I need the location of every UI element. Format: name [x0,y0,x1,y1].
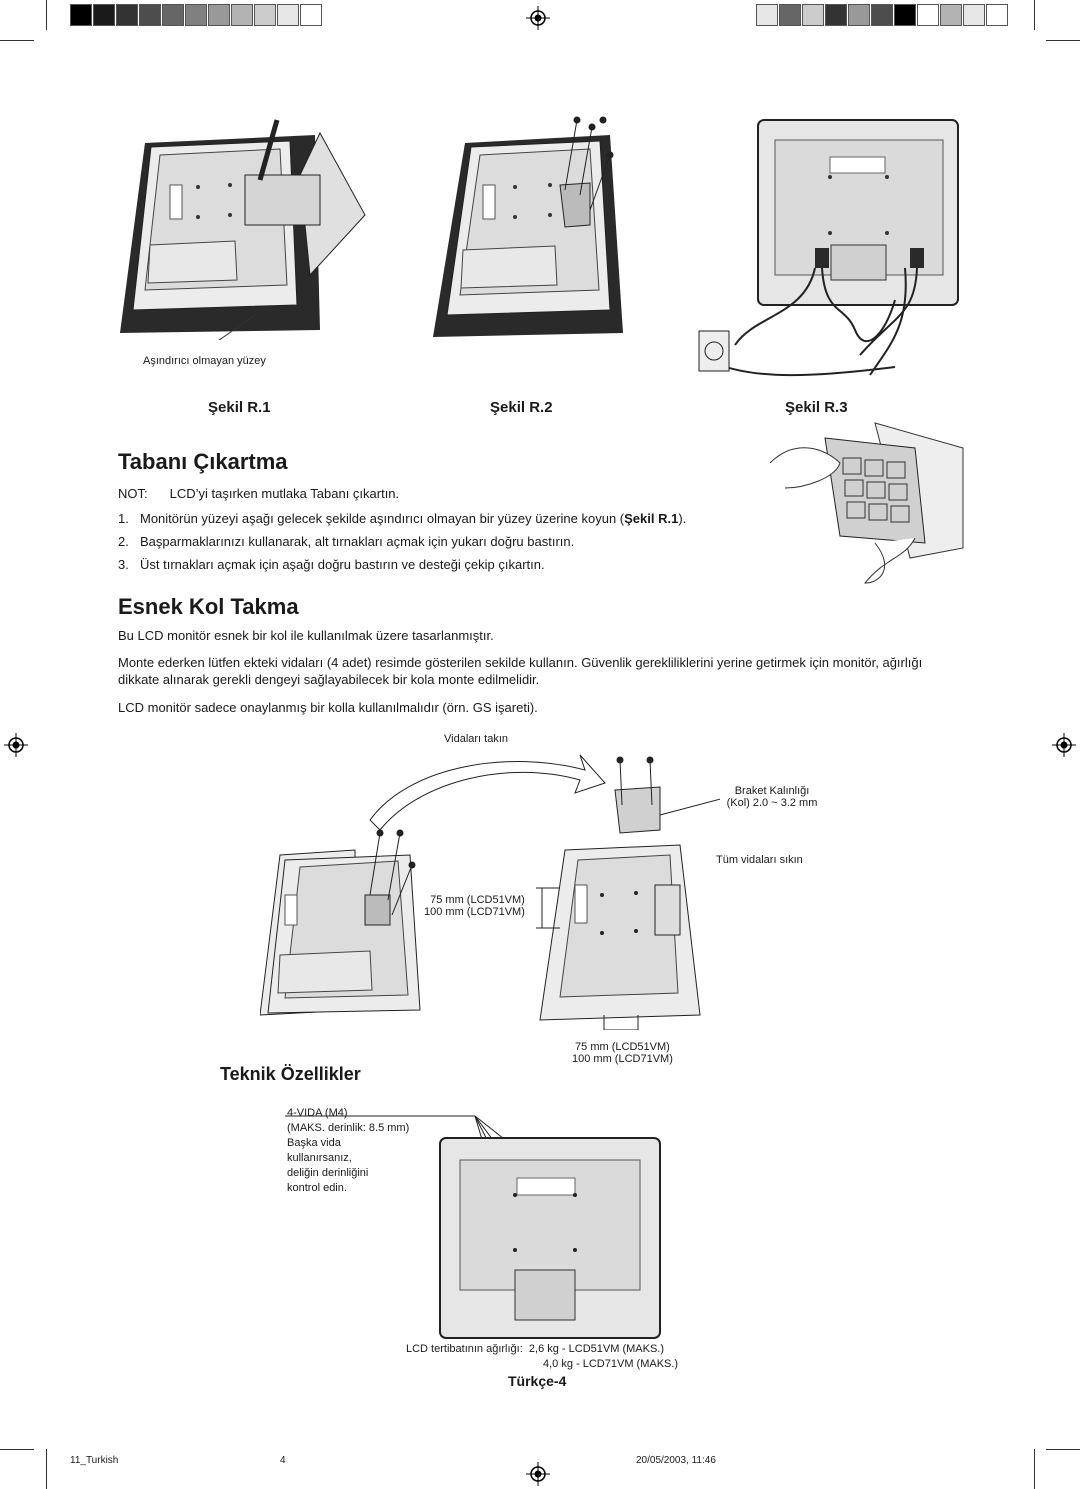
rear-monitor-illustration [285,1115,661,1339]
section-title-base-removal: Tabanı Çıkartma [118,449,288,474]
note: NOT: LCD’yi taşırken mutlaka Tabanı çıka… [118,485,399,502]
registration-mark-right [1052,733,1076,757]
screws-label: Vidaları takın [444,733,509,745]
section-title-specs: Teknik Özellikler [220,1064,361,1084]
tighten-label: Tüm vidaları sıkın [716,854,803,866]
registration-mark-top [526,6,550,30]
screw-spec: 4-VIDA (M4) (MAKS. derinlik: 8.5 mm) Baş… [287,1107,410,1194]
figure-r1-illustration [120,119,366,340]
bracket-label: Braket Kalınlığı (Kol) 2.0 ~ 3.2 mm [726,785,818,809]
paragraph: Monte ederken lütfen ekteki vidaları (4 … [118,655,923,687]
arm-mount-illustration [260,754,720,1030]
footer-left: 11_Turkish [70,1455,119,1466]
list-item: 1.Monitörün yüzeyi aşağı gelecek şekilde… [118,511,687,526]
crop-mark [1046,1449,1080,1450]
color-bar-right [756,4,1009,26]
paragraph: LCD monitör sadece onaylanmış bir kolla … [118,700,538,715]
steps-list: 1.Monitörün yüzeyi aşağı gelecek şekilde… [118,510,798,579]
list-item: 2.Başparmaklarınızı kullanarak, alt tırn… [118,534,575,549]
crop-mark [1046,40,1080,41]
base-removal-illustration [769,422,964,584]
paragraph: Bu LCD monitör esnek bir kol ile kullanı… [118,628,494,643]
registration-mark-left [4,733,28,757]
vertical-dimension-label: 75 mm (LCD51VM) 100 mm (LCD71VM) [424,894,525,918]
figure-r1-label: Şekil R.1 [208,399,271,416]
weight-spec: LCD tertibatının ağırlığı: 2,6 kg - LCD5… [406,1343,679,1370]
note-text: LCD’yi taşırken mutlaka Tabanı çıkartın. [169,486,400,501]
note-prefix: NOT: [118,486,148,501]
page-label: Türkçe-4 [508,1373,567,1389]
horizontal-dimension-label: 75 mm (LCD51VM) 100 mm (LCD71VM) [572,1041,673,1065]
crop-mark [1034,1449,1035,1489]
crop-mark [46,1449,47,1489]
figure-r2-label: Şekil R.2 [490,399,553,416]
figure-r3-label: Şekil R.3 [785,399,848,416]
figure-r3-illustration [698,119,959,377]
crop-mark [0,1449,34,1450]
crop-mark [0,40,34,41]
list-item: 3.Üst tırnakları açmak için aşağı doğru … [118,557,545,572]
footer-right: 20/05/2003, 11:46 [636,1455,716,1466]
section-title-flexible-arm: Esnek Kol Takma [118,594,299,619]
surface-label: Aşındırıcı olmayan yüzey [143,355,266,367]
crop-mark [1034,0,1035,30]
registration-mark-bottom [526,1462,550,1486]
figure-r2-illustration [433,116,623,337]
footer-center: 4 [280,1455,286,1466]
crop-mark [46,0,47,30]
color-bar-left [70,4,323,26]
